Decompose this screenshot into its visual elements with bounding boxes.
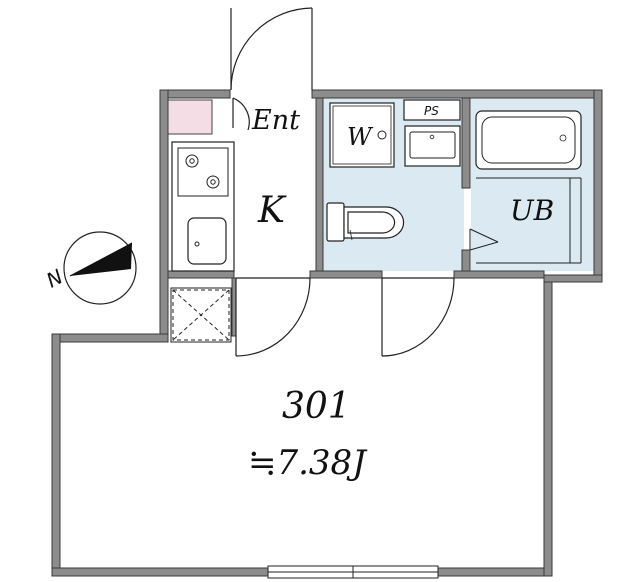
- window-icon: [267, 565, 439, 579]
- storage-closet-icon: [170, 287, 232, 343]
- bath-folding-door-icon: [469, 228, 499, 251]
- stove: [177, 147, 229, 197]
- burner-icon: [185, 154, 220, 189]
- toilet-door-icon: [381, 277, 455, 357]
- washer-label: W: [347, 123, 374, 151]
- pipe-space: [403, 99, 461, 121]
- pipe-space-label: PS: [424, 104, 439, 118]
- entrance-label: Ent: [251, 105, 300, 136]
- bathtub-icon: [481, 116, 576, 164]
- kitchen-door-icon: [235, 277, 311, 357]
- unit-number-label: 301: [282, 386, 351, 427]
- sink-icon: [187, 217, 227, 265]
- washer-drain-icon: [377, 130, 387, 140]
- compass-north-label: N: [42, 264, 67, 292]
- interior-walls: [167, 97, 545, 337]
- compass-icon: [63, 231, 137, 305]
- unit-bath-label: UB: [510, 194, 554, 227]
- entrance-step: [167, 99, 213, 135]
- wash-basin-icon: [404, 125, 461, 167]
- toilet-icon: [326, 202, 405, 242]
- entrance-door-icon: [230, 7, 313, 131]
- unit-area-label: ≒7.38J: [248, 443, 368, 483]
- kitchen-label: K: [257, 190, 287, 231]
